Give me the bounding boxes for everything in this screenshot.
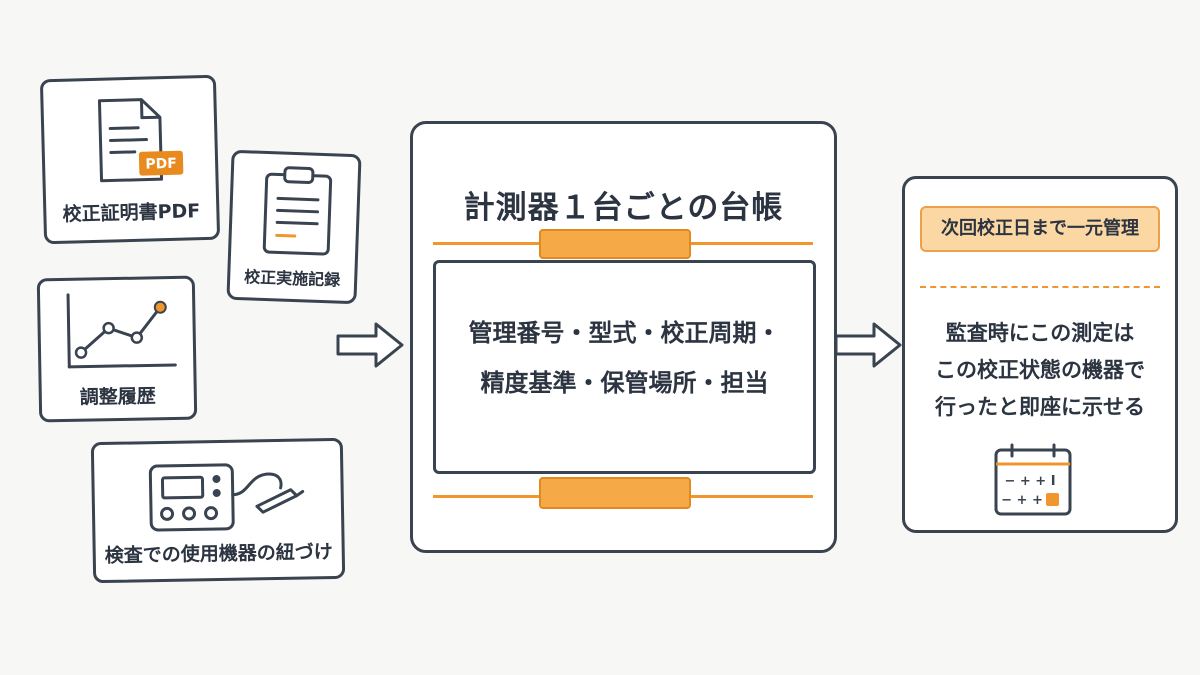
card-adjustment-history: 調整履歴 [36, 275, 198, 423]
card-label-equipment: 検査での使用機器の紐づけ [104, 541, 333, 567]
arrow-right-icon [336, 322, 404, 368]
calendar-row-1: − + + Ⅰ [1004, 474, 1055, 489]
next-calibration-badge: 次回校正日まで一元管理 [920, 206, 1160, 252]
ledger-title: 計測器１台ごとの台帳 [463, 190, 784, 226]
card-label-pdf: 校正証明書PDF [62, 200, 201, 226]
card-calibration-record: 校正実施記録 [226, 149, 362, 305]
ledger-panel: 計測器１台ごとの台帳 管理番号・型式・校正周期・ 精度基準・保管場所・担当 [410, 121, 837, 553]
card-equipment-link: 検査での使用機器の紐づけ [90, 437, 346, 584]
output-line-1: 監査時にこの測定は [945, 321, 1135, 345]
ledger-bottom-tab [539, 477, 691, 509]
output-line-3: 行ったと即座に示せる [935, 395, 1145, 419]
ledger-fields-line-2: 精度基準・保管場所・担当 [480, 369, 769, 397]
output-panel: 次回校正日まで一元管理 監査時にこの測定は この校正状態の機器で 行ったと即座に… [902, 176, 1178, 533]
calendar-highlight-day [1046, 493, 1059, 506]
line-chart-icon [66, 293, 177, 369]
card-label-history: 調整履歴 [79, 385, 157, 409]
pdf-badge-text: PDF [145, 156, 177, 173]
card-label-record: 校正実施記録 [243, 267, 341, 290]
output-line-2: この校正状態の機器で [935, 358, 1145, 382]
card-calibration-certificate: PDF 校正証明書PDF [39, 74, 221, 245]
calendar-row-2: − + + [1001, 493, 1043, 508]
arrow-right-icon-2 [834, 322, 902, 368]
ledger-fields-line-1: 管理番号・型式・校正周期・ [468, 319, 781, 347]
ledger-top-tab [539, 229, 691, 259]
ledger-fields-box: 管理番号・型式・校正周期・ 精度基準・保管場所・担当 [433, 260, 816, 474]
clipboard-icon [262, 166, 333, 256]
output-divider [920, 286, 1160, 288]
measuring-instrument-icon [148, 463, 305, 532]
calendar-icon: − + + Ⅰ − + + [994, 443, 1072, 516]
document-pdf-icon: PDF [97, 98, 184, 183]
